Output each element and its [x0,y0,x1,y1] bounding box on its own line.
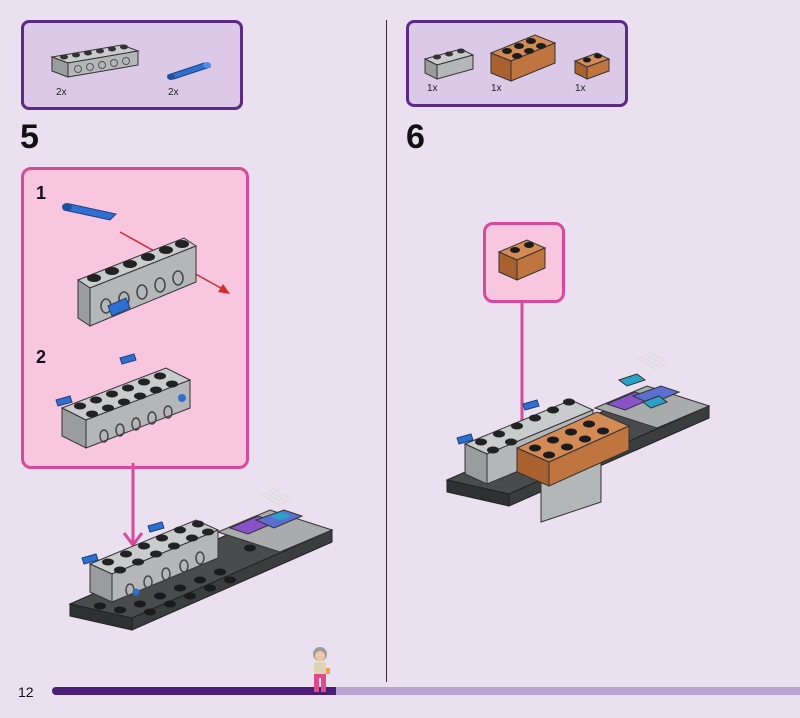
substep-number: 1 [36,183,47,203]
step-number: 5 [20,118,39,156]
page-number: 12 [18,684,34,700]
callout-pointer-arrow [122,463,144,548]
orange-brick-icon [489,34,557,82]
part-qty: 2x [56,87,67,98]
step5-model-illustration [68,487,334,631]
step6-parts-box: 1x 1x 1x [406,20,628,107]
progress-fill [52,687,336,695]
gray-technic-brick-icon [50,44,140,78]
orange-brick-callout-icon [497,239,547,281]
part-qty: 1x [427,83,438,94]
progress-track [52,687,800,695]
substep2-assembly-illustration [55,353,192,449]
column-divider [386,20,387,682]
substep1-assembly-illustration [62,203,230,327]
part-qty: 2x [168,87,179,98]
step5-parts-box: 2x 2x [21,20,243,110]
step-number: 6 [406,118,425,156]
blue-pin-icon [166,62,212,80]
minifigure-icon [313,647,330,692]
substep-number: 2 [36,347,47,367]
part-qty: 1x [491,83,502,94]
part-qty: 1x [575,83,586,94]
step6-model-illustration [445,351,711,523]
orange-small-brick-icon [573,52,611,80]
gray-brick-icon [423,48,475,80]
